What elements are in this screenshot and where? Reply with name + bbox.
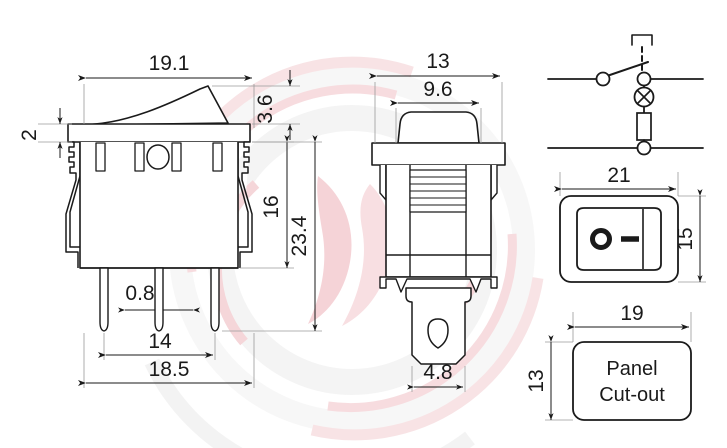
dim-18-5: 18.5 <box>78 333 255 388</box>
resistor-symbol <box>636 112 652 146</box>
dim-19-1: 19.1 <box>78 52 255 128</box>
side-snap-clips <box>379 165 498 201</box>
schematic-node-top <box>636 71 652 87</box>
dim-label-13-cutout: 13 <box>525 369 548 392</box>
dim-2: 2 <box>18 108 72 158</box>
dim-label-18-5: 18.5 <box>149 358 190 381</box>
dim-13-depth: 13 <box>369 50 503 143</box>
dim-label-9-6: 9.6 <box>423 78 452 101</box>
front-view-dimensions: 19.1 2 3.6 16 <box>18 52 322 388</box>
dim-9-6: 9.6 <box>390 78 482 143</box>
side-rib-detail <box>409 169 467 213</box>
dim-14: 14 <box>98 330 216 360</box>
dim-label-21: 21 <box>607 164 630 187</box>
side-view-dimensions: 13 9.6 4.8 <box>369 50 503 392</box>
dim-label-13-depth: 13 <box>426 50 449 73</box>
front-terminals <box>99 267 220 332</box>
top-marking-off-icon <box>590 228 612 250</box>
dim-label-19: 19 <box>620 302 643 325</box>
circuit-schematic <box>547 34 704 156</box>
side-bezel <box>371 142 506 166</box>
front-snap-clip-left <box>65 141 82 268</box>
schematic-switch-blade <box>603 61 649 78</box>
dim-label-0-8: 0.8 <box>125 282 154 305</box>
side-view <box>371 111 506 365</box>
dim-label-19-1: 19.1 <box>149 52 190 75</box>
dim-0-8: 0.8 <box>118 282 200 313</box>
panel-cutout-view: Panel Cut-out <box>572 341 692 421</box>
dim-label-15: 15 <box>674 227 697 250</box>
dim-19: 19 <box>567 302 692 342</box>
side-base-lip <box>379 276 498 293</box>
dim-23-4: 23.4 <box>222 135 322 332</box>
dim-label-14: 14 <box>148 330 172 353</box>
schematic-actuator <box>631 34 653 73</box>
cutout-dimensions: 19 13 <box>525 302 692 421</box>
front-rocker-profile <box>83 85 229 126</box>
dim-15: 15 <box>674 189 706 283</box>
dim-label-2: 2 <box>18 129 41 141</box>
schematic-pivot-node <box>595 71 611 87</box>
top-rocker-outline <box>576 207 662 271</box>
lamp-symbol <box>633 85 655 114</box>
cutout-outline <box>572 341 692 421</box>
dim-label-4-8: 4.8 <box>423 361 452 384</box>
side-rocker-cap <box>397 111 480 144</box>
dim-label-3-6: 3.6 <box>254 94 277 123</box>
cutout-label-line2: Cut-out <box>599 384 665 406</box>
top-view <box>559 195 679 283</box>
front-view <box>65 85 253 332</box>
top-view-dimensions: 21 15 <box>554 164 706 283</box>
dim-label-16: 16 <box>260 195 283 218</box>
dim-21: 21 <box>554 164 679 196</box>
schematic-node-bottom <box>636 140 652 156</box>
front-bezel <box>67 123 251 143</box>
dim-13-cutout: 13 <box>525 335 573 421</box>
front-internal-detail <box>95 142 223 172</box>
side-spade-terminal <box>405 287 472 365</box>
dim-4-8: 4.8 <box>407 361 466 392</box>
dim-label-23-4: 23.4 <box>288 215 311 256</box>
dim-3-6: 3.6 <box>212 70 300 140</box>
cutout-label-line1: Panel <box>606 358 657 380</box>
